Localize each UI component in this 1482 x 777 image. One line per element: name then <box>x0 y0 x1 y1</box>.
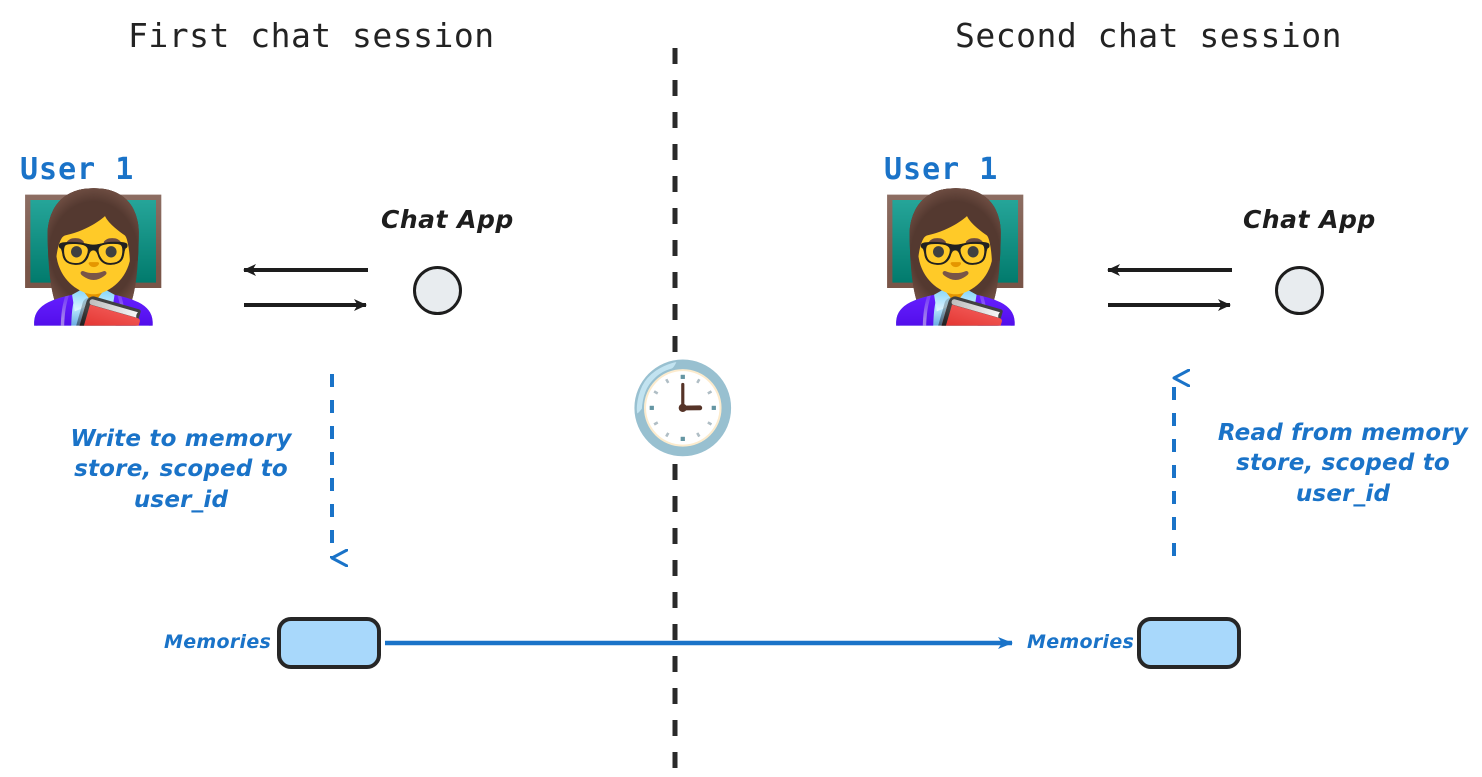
left-chat-app-label: Chat App <box>381 205 514 234</box>
right-read-annotation-line1: Read from memory <box>1217 420 1469 446</box>
left-session-title: First chat session <box>128 16 495 55</box>
left-user-label: User 1 <box>20 152 135 187</box>
left-chat-app-circle-icon[interactable] <box>413 266 462 315</box>
right-session-title: Second chat session <box>955 16 1342 55</box>
left-user-avatar-woman-teacher-icon: 👩‍🏫 <box>16 186 171 330</box>
right-read-annotation-line2: store, scoped to <box>1236 450 1450 477</box>
left-write-annotation: Write to memory store, scoped to user_id <box>46 424 316 515</box>
time-passage-clock-icon: 🕒 <box>628 356 738 459</box>
right-memories-label: Memories <box>1027 631 1135 653</box>
right-read-annotation: Read from memory store, scoped to user_i… <box>1212 418 1474 509</box>
right-chat-app-label: Chat App <box>1243 205 1376 234</box>
left-memory-store-box[interactable] <box>277 617 381 669</box>
left-write-annotation-line3: user_id <box>133 486 229 513</box>
left-memories-label: Memories <box>164 631 272 653</box>
left-write-annotation-line2: store, scoped to <box>74 456 288 483</box>
left-write-annotation-line1: Write to memory <box>70 426 292 452</box>
right-chat-app-circle-icon[interactable] <box>1275 266 1324 315</box>
right-user-label: User 1 <box>884 152 999 187</box>
right-read-annotation-line3: user_id <box>1295 480 1391 507</box>
right-user-avatar-woman-teacher-icon: 👩‍🏫 <box>878 186 1033 330</box>
right-memory-store-box[interactable] <box>1137 617 1241 669</box>
